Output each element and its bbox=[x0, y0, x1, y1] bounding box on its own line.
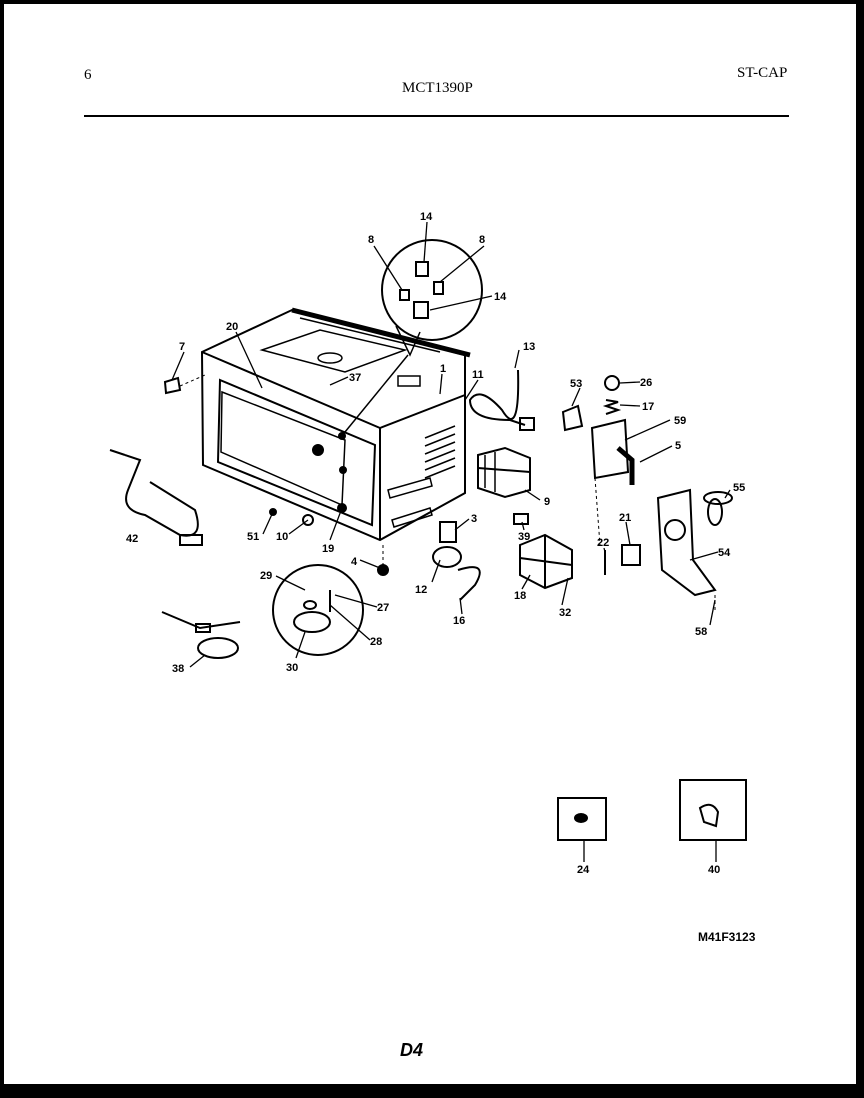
callout-55: 55 bbox=[733, 482, 745, 494]
drawing-reference: M41F3123 bbox=[698, 930, 756, 944]
callout-28: 28 bbox=[370, 636, 382, 648]
alignment-lines bbox=[179, 374, 716, 610]
callout-40: 40 bbox=[708, 864, 720, 876]
section-code: ST-CAP bbox=[737, 65, 788, 81]
callout-8-left: 8 bbox=[368, 234, 374, 246]
model-number: MCT1390P bbox=[402, 80, 473, 96]
page-footer-code: D4 bbox=[400, 1040, 424, 1060]
part-3-clip bbox=[439, 521, 457, 543]
callout-30: 30 bbox=[286, 662, 298, 674]
callout-3: 3 bbox=[471, 513, 477, 525]
part-5-lever bbox=[616, 446, 635, 485]
part-9-magnetron bbox=[477, 446, 531, 499]
callout-labels: 14 8 8 14 7 20 37 1 11 13 53 26 17 59 5 … bbox=[126, 211, 745, 876]
callout-39: 39 bbox=[518, 531, 530, 543]
turntable-detail-circle bbox=[272, 564, 364, 656]
callout-18: 18 bbox=[514, 590, 526, 602]
callout-10: 10 bbox=[276, 531, 288, 543]
fan-motor bbox=[664, 519, 686, 541]
callout-20: 20 bbox=[226, 321, 238, 333]
part-18-transformer bbox=[519, 533, 573, 590]
callout-22: 22 bbox=[597, 537, 609, 549]
part-16-diode bbox=[457, 566, 481, 601]
part-53-switch bbox=[561, 404, 584, 432]
part-13-power-cord bbox=[468, 369, 526, 426]
callout-59: 59 bbox=[674, 415, 686, 427]
leader-lines bbox=[171, 221, 731, 862]
callout-38: 38 bbox=[172, 663, 184, 675]
callout-58: 58 bbox=[695, 626, 707, 638]
callout-5: 5 bbox=[675, 440, 681, 452]
part-54-motor-bracket bbox=[656, 488, 717, 597]
callout-14-top: 14 bbox=[420, 211, 433, 223]
cabinet-assembly bbox=[200, 307, 471, 542]
callout-54: 54 bbox=[718, 547, 731, 559]
part-59-bracket bbox=[590, 418, 630, 480]
callout-51: 51 bbox=[247, 531, 259, 543]
callout-1: 1 bbox=[440, 363, 446, 375]
part-12-capacitor bbox=[432, 546, 462, 568]
callout-16: 16 bbox=[453, 615, 465, 627]
callout-21: 21 bbox=[619, 512, 631, 524]
callout-13: 13 bbox=[523, 341, 535, 353]
part-21-relay bbox=[621, 544, 641, 566]
part-39-fuse bbox=[513, 513, 529, 525]
part-38-thermostat-cord bbox=[161, 611, 241, 659]
callout-17: 17 bbox=[642, 401, 654, 413]
part-4-foot bbox=[377, 564, 389, 576]
paper-sheet bbox=[4, 4, 856, 1084]
header-rule bbox=[84, 115, 789, 117]
part-42-heater-element bbox=[109, 449, 203, 546]
callout-19: 19 bbox=[322, 543, 334, 555]
callout-53: 53 bbox=[570, 378, 582, 390]
callout-42: 42 bbox=[126, 533, 138, 545]
switch-detail-circle bbox=[344, 239, 483, 433]
callout-24: 24 bbox=[577, 864, 590, 876]
callout-14-right: 14 bbox=[494, 291, 507, 303]
part-10-stud bbox=[302, 514, 314, 526]
callout-32: 32 bbox=[559, 607, 571, 619]
power-plug bbox=[519, 417, 535, 431]
callout-37: 37 bbox=[349, 372, 361, 384]
part-17-spring bbox=[602, 399, 622, 415]
callout-27: 27 bbox=[377, 602, 389, 614]
callout-7: 7 bbox=[179, 341, 185, 353]
callout-11: 11 bbox=[472, 369, 484, 381]
page-number: 6 bbox=[84, 67, 92, 83]
callout-8-right: 8 bbox=[479, 234, 485, 246]
callout-9: 9 bbox=[544, 496, 550, 508]
part-7-bracket bbox=[163, 376, 182, 395]
callout-12: 12 bbox=[415, 584, 427, 596]
callout-29: 29 bbox=[260, 570, 272, 582]
callout-4: 4 bbox=[351, 556, 358, 568]
part-40-icon bbox=[698, 803, 720, 828]
part-24-icon bbox=[574, 813, 588, 823]
part-40-box bbox=[679, 779, 747, 841]
callout-26: 26 bbox=[640, 377, 652, 389]
part-55-fan-blade bbox=[703, 491, 733, 526]
part-26-knob bbox=[604, 375, 620, 391]
